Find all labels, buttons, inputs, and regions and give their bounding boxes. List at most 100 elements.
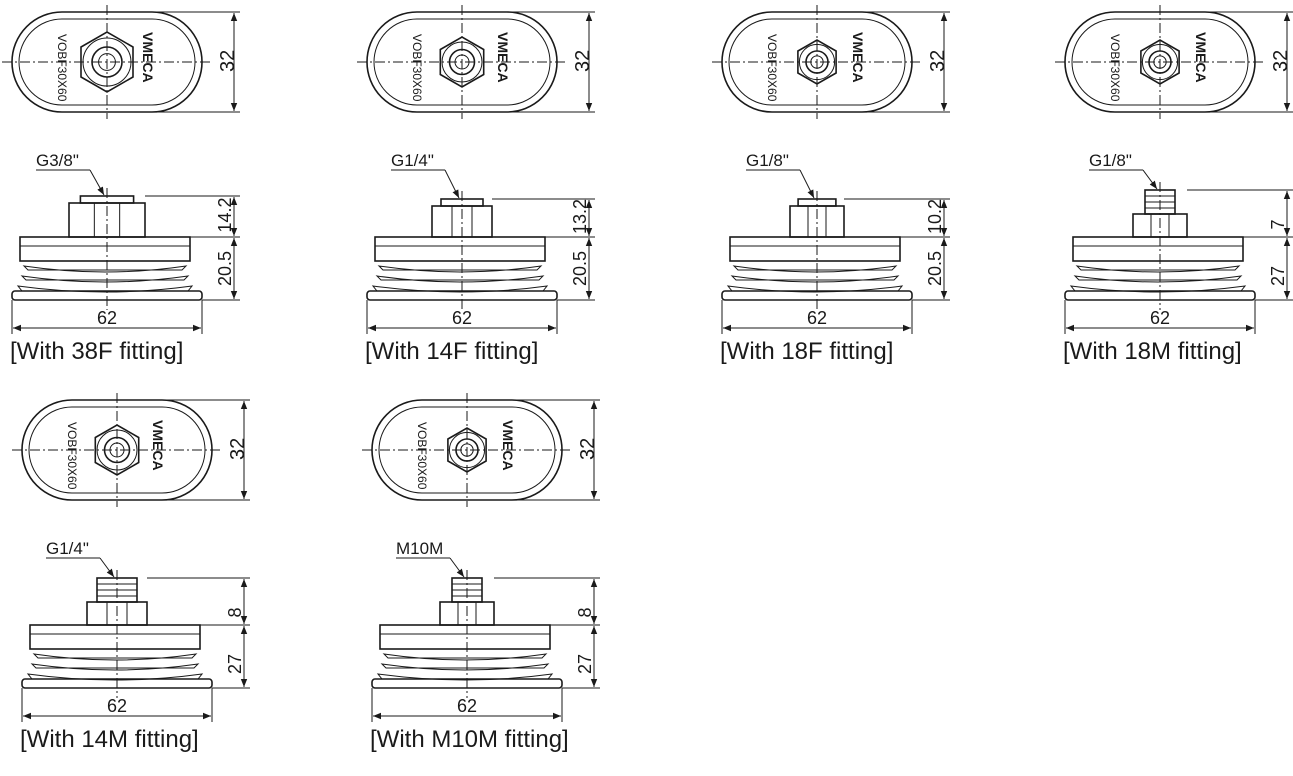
width-dim-label: 62 [1150, 308, 1170, 328]
bellows-fold-1 [32, 653, 198, 661]
top-view: VOBF30X60 VMECA 32 [712, 5, 950, 119]
height-dim-label: 32 [572, 50, 594, 72]
body-dim-label: 20.5 [925, 251, 945, 286]
bellows-fold-1 [1075, 265, 1241, 273]
brand-logo-text: VMECA [500, 420, 516, 471]
fitting-caption: [With 14M fitting] [20, 726, 199, 753]
fitting-ring-mid [103, 436, 131, 464]
side-view: G1/8" 10.2 20.5 62 [721, 151, 950, 334]
hex-nut-top [447, 427, 487, 473]
fitting-bore [460, 443, 474, 457]
side-view: G1/4"13.220.562 [366, 151, 595, 334]
fitting-ring-mid [1148, 50, 1172, 74]
fitting-ring-outer [448, 431, 486, 469]
width-dim-label: 62 [807, 308, 827, 328]
body-dim-label: 20.5 [215, 251, 235, 286]
fitting-ring-mid [91, 46, 123, 78]
brand-logo-text: VMECA [140, 32, 156, 83]
fitting-ring-mid [805, 50, 829, 74]
fitting-bore [810, 55, 824, 69]
part-label: VOBF30X60 [65, 422, 79, 490]
hex-nut-top [797, 39, 837, 85]
thread-leader [449, 557, 465, 578]
fitting-ring-mid [455, 438, 479, 462]
height-dim-label: 32 [577, 438, 599, 460]
bellows-fold-2 [380, 663, 550, 671]
body-dim-label: 27 [225, 654, 245, 674]
part-label: VOBF30X60 [55, 34, 69, 102]
brand-logo-text: VMECA [495, 32, 511, 83]
side-view: G3/8"14.220.562 [11, 151, 240, 334]
fitting-dim-label: 8 [575, 607, 595, 617]
side-view: G1/8" 7 27 62 [1064, 151, 1293, 334]
thread-leader [89, 169, 105, 196]
brand-logo-text: VMECA [150, 420, 166, 471]
pad-body [1072, 236, 1244, 262]
height-dim-label: 32 [217, 50, 239, 72]
fitting-dim-label: 10.2 [925, 199, 945, 234]
thread-label: G1/8" [746, 151, 789, 170]
bellows-fold-1 [377, 265, 543, 273]
fitting-caption: [With 18F fitting] [720, 338, 894, 365]
fitting-caption: [With 14F fitting] [365, 338, 539, 365]
thread-label: M10M [396, 539, 443, 558]
fitting-caption: [With M10M fitting] [370, 726, 569, 753]
fitting-ring-outer [1141, 43, 1179, 81]
pad-body [374, 236, 546, 262]
brand-logo-text: VMECA [1193, 32, 1209, 83]
fitting-dim-label: 7 [1268, 219, 1288, 229]
fitting-bore [98, 53, 116, 71]
fitting-ring-outer [96, 429, 138, 471]
top-view: VOBF30X60 VMECA 32 [357, 5, 595, 119]
height-dim-label: 32 [927, 50, 949, 72]
thread-label: G3/8" [36, 151, 79, 170]
bellows-fold-1 [22, 265, 188, 273]
height-dim-label: 32 [1270, 50, 1292, 72]
fitting-bore [1153, 55, 1167, 69]
top-view: VOBF30X60 VMECA 32 [2, 5, 240, 119]
pad-body [729, 236, 901, 262]
thread-leader [99, 557, 115, 578]
brand-logo-text: VMECA [850, 32, 866, 83]
bellows-fold-2 [730, 275, 900, 283]
width-dim-label: 62 [457, 696, 477, 716]
thread-label: G1/8" [1089, 151, 1132, 170]
fitting-ring-outer [441, 41, 483, 83]
side-view: M10M 8 27 62 [371, 539, 600, 722]
bellows-fold-2 [30, 663, 200, 671]
fitting-bore [454, 54, 470, 70]
body-dim-label: 27 [1268, 266, 1288, 286]
body-dim-label: 20.5 [570, 251, 590, 286]
hex-nut-top [80, 31, 134, 93]
hex-nut-top [1140, 39, 1180, 85]
fitting-caption: [With 18M fitting] [1063, 338, 1242, 365]
pad-body [19, 236, 191, 262]
fitting-ring-mid [448, 48, 476, 76]
part-label: VOBF30X60 [415, 422, 429, 490]
part-label: VOBF30X60 [765, 34, 779, 102]
bellows-fold-1 [732, 265, 898, 273]
bellows-fold-2 [1073, 275, 1243, 283]
top-view: VOBF30X60 VMECA 32 [362, 393, 600, 507]
hex-nut-top [439, 36, 485, 88]
fitting-ring-outer [82, 37, 132, 87]
bellows-fold-1 [382, 653, 548, 661]
thread-leader [1142, 169, 1158, 190]
fitting-caption: [With 38F fitting] [10, 338, 184, 365]
top-view: VOBF30X60 VMECA 32 [12, 393, 250, 507]
fitting-ring-outer [798, 43, 836, 81]
pad-body [379, 624, 551, 650]
part-label: VOBF30X60 [410, 34, 424, 102]
height-dim-label: 32 [227, 438, 249, 460]
body-dim-label: 27 [575, 654, 595, 674]
